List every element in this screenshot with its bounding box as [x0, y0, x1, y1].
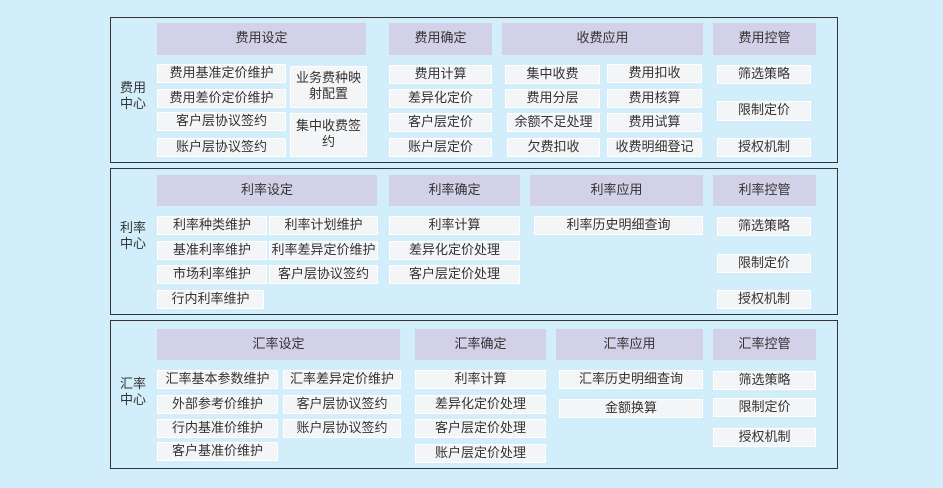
header-fx-setting: 汇率设定 [157, 329, 400, 360]
fx-center-label: 汇率中心 [119, 377, 146, 408]
module-box-rate-setting-0: 利率种类维护 [157, 216, 267, 235]
header-fee-confirm: 费用确定 [389, 23, 492, 55]
module-box-fee-apply-4: 余额不足处理 [507, 113, 600, 132]
module-box-fx-setting-4: 行内基准价维护 [157, 419, 278, 438]
module-box-fee-apply-1: 费用扣收 [607, 64, 702, 83]
header-rate-apply: 利率应用 [530, 175, 703, 206]
module-box-fee-setting-3: 账户层协议签约 [157, 138, 286, 157]
module-box-fx-apply-0: 汇率历史明细查询 [559, 370, 703, 389]
module-box-fee-confirm-1: 差异化定价 [389, 89, 492, 108]
module-box-fee-apply-7: 收费明细登记 [607, 138, 702, 157]
module-box-fee-confirm-3: 账户层定价 [389, 138, 492, 157]
module-box-rate-setting-1: 利率计划维护 [269, 216, 378, 235]
module-box-rate-setting-5: 客户层协议签约 [269, 265, 378, 284]
module-box-rate-confirm-0: 利率计算 [389, 216, 520, 235]
module-box-rate-confirm-2: 客户层定价处理 [389, 265, 520, 284]
module-box-fee-setting-4: 业务费种映射配置 [290, 66, 367, 108]
header-fx-apply: 汇率应用 [556, 329, 703, 360]
module-box-fee-control-1: 限制定价 [717, 101, 811, 121]
module-box-rate-control-0: 筛选策略 [717, 217, 811, 236]
header-fee-apply: 收费应用 [502, 23, 703, 55]
module-box-fee-setting-2: 客户层协议签约 [157, 112, 286, 131]
module-box-fx-setting-0: 汇率基本参数维护 [157, 370, 278, 389]
fee-center-label: 费用中心 [119, 81, 146, 112]
module-box-rate-control-2: 授权机制 [717, 290, 811, 309]
module-box-fx-confirm-0: 利率计算 [415, 370, 546, 389]
module-box-fee-apply-2: 费用分层 [505, 89, 600, 108]
module-box-fx-confirm-3: 账户层定价处理 [415, 444, 546, 463]
module-box-fx-control-1: 限制定价 [713, 398, 816, 417]
module-box-fx-setting-5: 账户层协议签约 [283, 419, 401, 438]
module-box-fee-apply-0: 集中收费 [505, 65, 600, 84]
module-box-rate-setting-2: 基准利率维护 [157, 241, 267, 260]
header-rate-setting: 利率设定 [157, 175, 377, 206]
rate-center-label: 利率中心 [119, 221, 146, 252]
module-box-rate-setting-3: 利率差异定价维护 [269, 241, 378, 260]
module-box-fee-control-0: 筛选策略 [717, 65, 811, 84]
module-box-fee-apply-6: 欠费扣收 [507, 138, 600, 157]
module-box-fx-setting-1: 汇率差异定价维护 [283, 370, 401, 389]
module-box-rate-confirm-1: 差异化定价处理 [389, 241, 520, 260]
module-box-fx-setting-3: 客户层协议签约 [283, 395, 401, 414]
module-box-fx-control-0: 筛选策略 [713, 371, 816, 390]
module-box-fx-apply-1: 金额换算 [559, 399, 703, 418]
module-box-fee-setting-5: 集中收费签约 [290, 113, 367, 157]
module-box-fee-setting-1: 费用差价定价维护 [157, 89, 286, 108]
header-fx-confirm: 汇率确定 [415, 329, 546, 360]
module-box-fx-setting-2: 外部参考价维护 [157, 395, 278, 414]
header-fee-control: 费用控管 [713, 23, 816, 55]
module-box-fee-apply-5: 费用试算 [607, 113, 702, 132]
module-box-fee-apply-3: 费用核算 [607, 89, 702, 108]
module-box-fx-control-2: 授权机制 [713, 428, 816, 447]
module-box-fee-setting-0: 费用基准定价维护 [157, 64, 286, 83]
header-rate-control: 利率控管 [713, 175, 816, 206]
module-box-rate-apply-0: 利率历史明细查询 [534, 216, 703, 235]
module-box-fee-confirm-0: 费用计算 [389, 65, 492, 84]
header-fee-setting: 费用设定 [157, 23, 366, 55]
header-rate-confirm: 利率确定 [389, 175, 520, 206]
module-box-rate-control-1: 限制定价 [717, 254, 811, 273]
module-box-fee-confirm-2: 客户层定价 [389, 113, 492, 132]
module-box-rate-setting-4: 市场利率维护 [157, 265, 267, 284]
module-box-fee-control-2: 授权机制 [717, 138, 811, 157]
module-box-fx-confirm-2: 客户层定价处理 [415, 419, 546, 438]
header-fx-control: 汇率控管 [713, 329, 816, 360]
module-box-fx-confirm-1: 差异化定价处理 [415, 395, 546, 414]
module-box-rate-setting-6: 行内利率维护 [157, 290, 264, 309]
module-box-fx-setting-6: 客户基准价维护 [157, 442, 278, 461]
